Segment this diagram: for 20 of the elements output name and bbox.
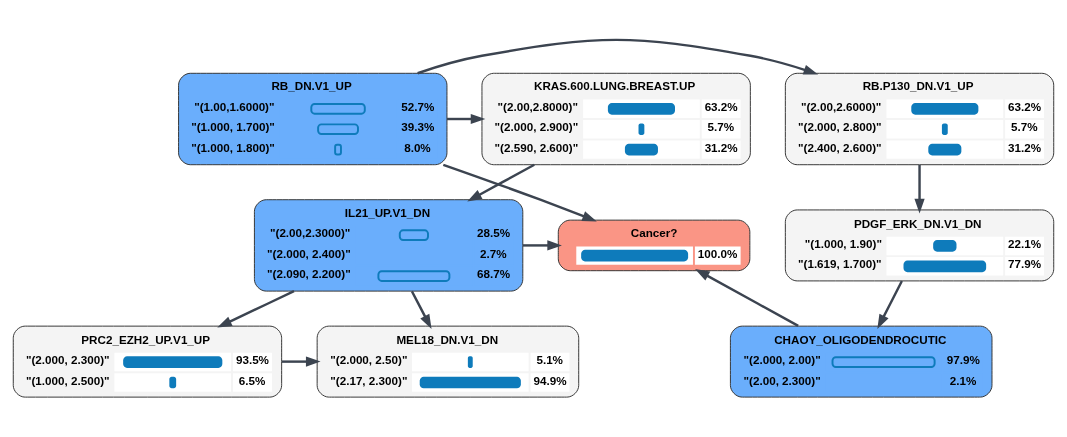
arrow — [877, 280, 903, 330]
arrow — [417, 38, 819, 75]
node-box: RB.P130_DN.V1_UP "(2.00,2.6000)" 63.2% "(2.000, 2.800)" 5.7% "(2.400, 2.600)" 31.2% — [784, 72, 1055, 166]
arrow — [522, 240, 562, 251]
node-box: CHAOY_OLIGODENDROCUTIC "(2.000, 2.00)" 97.9% "(2.00, 2.300)" 2.1% — [729, 325, 993, 398]
arrow — [410, 290, 432, 330]
arrow — [217, 290, 295, 328]
arrow — [467, 163, 535, 202]
node-box: KRAS.600.LUNG.BREAST.UP "(2.00,2.8000)" 63.2% "(2.000, 2.900)" 5.7% "(2.590, 2.600)" 31.2% — [481, 72, 751, 166]
node-box: IL21_UP.V1_DN "(2.00,2.3000)" 28.5% "(2.000, 2.400)" 2.7% "(2.090, 2.200)" 68.7% — [253, 199, 524, 292]
arrow — [695, 269, 799, 327]
node-box: PDGF_ERK_DN.V1_DN "(1.000, 1.90)" 22.1% "(1.619, 1.700)" 77.9% — [784, 209, 1055, 282]
arrow — [914, 164, 925, 214]
arrow — [442, 163, 597, 222]
node-box: MEL18_DN.V1_DN "(2.000, 2.50)" 5.1% "(2.17, 2.300)" 94.9% — [316, 325, 580, 398]
arrow — [281, 356, 321, 367]
node-box: PRC2_EZH2_UP.V1_UP "(2.000, 2.300)" 93.5% "(1.000, 2.500)" 6.5% — [12, 325, 283, 398]
arrow — [447, 113, 486, 125]
node-box: RB_DN.V1_UP "(1.00,1.6000)" 52.7% "(1.000, 1.700)" 39.3% "(1.000, 1.800)" 8.0% — [178, 72, 448, 166]
node-box: Cancer? 100.0% — [557, 219, 751, 272]
